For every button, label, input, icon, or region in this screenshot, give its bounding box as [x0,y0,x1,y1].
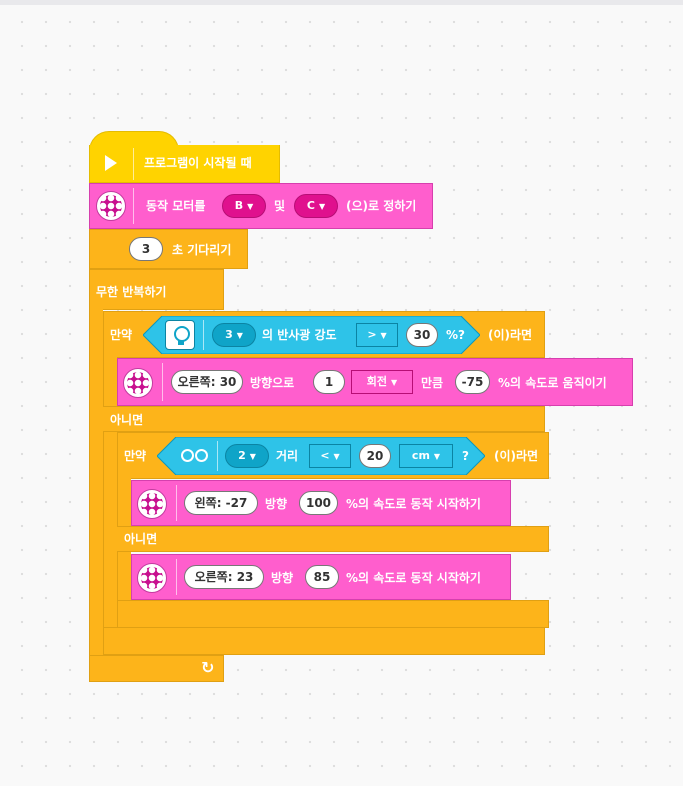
start-block-separator [133,148,134,180]
if-2-label: 만약 [124,449,147,463]
move-unit-dropdown[interactable]: 회전▼ [351,370,413,394]
color-sensor-icon [165,320,195,350]
start-block-body[interactable] [89,145,280,183]
if-2-operator-value: < [320,449,330,462]
start-move-2-steer-input[interactable]: 오른쪽: 23 [184,565,264,589]
chevron-down-icon: ▼ [247,202,254,211]
motor-pair-label-prefix: 동작 모터를 [146,199,206,213]
if-1-port-dropdown[interactable]: 3▼ [212,323,256,347]
start-move-1-label-1: 방향 [265,497,288,511]
if-2-port-value: 2 [238,449,246,462]
if-2-separator [217,441,218,471]
if-block-2-bottom [117,600,549,628]
start-move-1-label-2: %의 속도로 동작 시작하기 [346,497,481,511]
move-label-2: 만큼 [421,376,444,390]
motor-icon [137,563,167,593]
if-2-then-label: (이)라면 [494,449,539,463]
start-move-2-separator [176,559,177,595]
if-1-label: 만약 [110,328,133,342]
motor-block-separator [133,188,134,224]
start-move-1-steer-input[interactable]: 왼쪽: -27 [184,491,258,515]
loop-arrow-icon: ↻ [201,658,215,677]
motor-pair-conjunction: 및 [274,199,286,213]
if-1-operator-value: > [367,328,377,341]
if-2-port-dropdown[interactable]: 2▼ [225,444,269,468]
start-move-1-speed-input[interactable]: 100 [299,491,338,515]
if-1-separator [203,320,204,350]
start-move-1-separator [176,485,177,521]
if-2-unit-dropdown[interactable]: cm▼ [399,444,453,468]
if-1-value-input[interactable]: 30 [406,323,438,347]
move-amount-input[interactable]: 1 [313,370,345,394]
if-1-label-mid: 의 반사광 강도 [262,328,337,342]
motor-icon [123,368,153,398]
start-move-2-label-2: %의 속도로 동작 시작하기 [346,571,481,585]
chevron-down-icon: ▼ [249,452,256,461]
port-dropdown-1-value: B [234,199,244,212]
play-icon [105,155,117,171]
if-2-unit-value: cm [411,449,430,462]
port-dropdown-2-value: C [306,199,315,212]
motor-icon [137,489,167,519]
wait-seconds-input[interactable]: 3 [129,237,163,261]
move-block-separator [162,363,163,401]
port-dropdown-1[interactable]: B▼ [222,194,266,218]
if-1-operator-dropdown[interactable]: >▼ [356,323,398,347]
if-block-1-arm [103,357,117,627]
if-block-1-bottom [103,627,545,655]
if-2-label-mid: 거리 [276,449,299,463]
else-block-1 [103,406,545,432]
move-steer-input[interactable]: 오른쪽: 30 [171,370,243,394]
move-speed-input[interactable]: -75 [455,370,490,394]
port-dropdown-2[interactable]: C▼ [294,194,338,218]
else-block-2 [117,526,549,552]
motor-pair-label-suffix: (으)로 정하기 [346,199,417,213]
move-label-1: 방향으로 [250,376,295,390]
start-move-2-label-1: 방향 [271,571,294,585]
chevron-down-icon: ▼ [391,378,398,387]
if-1-port-value: 3 [225,328,233,341]
chevron-down-icon: ▼ [236,331,243,340]
forever-block-label: 무한 반복하기 [96,285,167,299]
if-1-then-label: (이)라면 [488,328,533,342]
chevron-down-icon: ▼ [333,452,340,461]
top-bar [0,0,683,5]
if-2-value-input[interactable]: 20 [359,444,391,468]
if-1-unit: %? [446,328,465,342]
distance-sensor-icon [179,448,209,462]
motor-icon [96,191,126,221]
else-1-label: 아니면 [110,413,144,427]
if-2-question: ? [462,449,469,463]
move-unit-value: 회전 [366,375,388,388]
wait-block[interactable] [89,229,248,269]
chevron-down-icon: ▼ [318,202,326,211]
else-2-label: 아니면 [124,532,158,546]
if-2-operator-dropdown[interactable]: <▼ [309,444,351,468]
move-label-3: %의 속도로 움직이기 [498,376,607,390]
forever-block-bottom[interactable] [89,655,224,682]
forever-block-arm [89,309,103,656]
forever-block[interactable] [89,269,224,310]
wait-block-label: 초 기다리기 [172,243,232,257]
chevron-down-icon: ▼ [433,452,441,461]
start-move-2-speed-input[interactable]: 85 [305,565,339,589]
start-block-label: 프로그램이 시작될 때 [144,156,252,170]
chevron-down-icon: ▼ [380,331,387,340]
